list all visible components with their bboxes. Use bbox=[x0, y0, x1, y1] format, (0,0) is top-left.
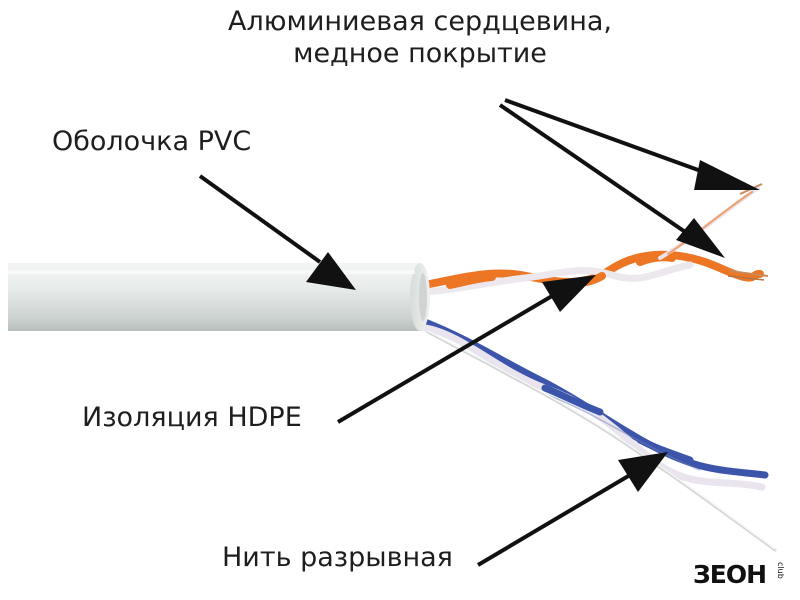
zeon-logo-suffix: club bbox=[776, 562, 785, 579]
core-tips bbox=[727, 183, 769, 281]
orange-pair-white-wire bbox=[421, 261, 694, 296]
arrow-core-upper-shaft bbox=[504, 98, 713, 177]
blue-pair-white-wire bbox=[421, 324, 766, 491]
orange-pair-split-wire-orange bbox=[667, 191, 753, 255]
jacket-body bbox=[8, 263, 422, 331]
ripcord-thread bbox=[426, 330, 777, 552]
arrow-core-lower-head bbox=[676, 218, 725, 258]
blue-wire-twist bbox=[541, 384, 694, 464]
arrows bbox=[198, 98, 760, 567]
arrow-insulation-head bbox=[542, 275, 596, 312]
arrow-ripcord-head bbox=[618, 452, 668, 492]
orange-pair bbox=[421, 186, 764, 296]
label-insulation: Изоляция HDPE bbox=[82, 402, 302, 433]
label-ripcord: Нить разрывная bbox=[222, 542, 453, 573]
label-core-line1: Алюминиевая сердцевина, bbox=[228, 6, 612, 37]
core-tip-lower bbox=[729, 270, 769, 277]
arrow-core-lower-shaft bbox=[498, 103, 696, 240]
label-jacket: Оболочка PVC bbox=[52, 126, 252, 157]
blue-wire bbox=[421, 318, 769, 479]
arrow-ripcord-shaft bbox=[476, 473, 632, 567]
arrow-jacket-shaft bbox=[198, 174, 322, 264]
arrow-insulation-shaft bbox=[336, 294, 554, 424]
blue-pair bbox=[421, 318, 769, 491]
label-core-line2: медное покрытие bbox=[293, 38, 547, 70]
cable-jacket bbox=[8, 263, 430, 331]
arrow-jacket-head bbox=[306, 252, 356, 290]
core-tip-lower-2 bbox=[727, 275, 765, 281]
zeon-logo: ЗЕОН bbox=[693, 560, 767, 589]
jacket-cut-inner bbox=[419, 273, 427, 321]
arrow-core-upper-head bbox=[694, 160, 760, 190]
label-core: Алюминиевая сердцевина, медное покрытие bbox=[200, 6, 640, 71]
ripcord-thread-highlight bbox=[427, 330, 776, 550]
